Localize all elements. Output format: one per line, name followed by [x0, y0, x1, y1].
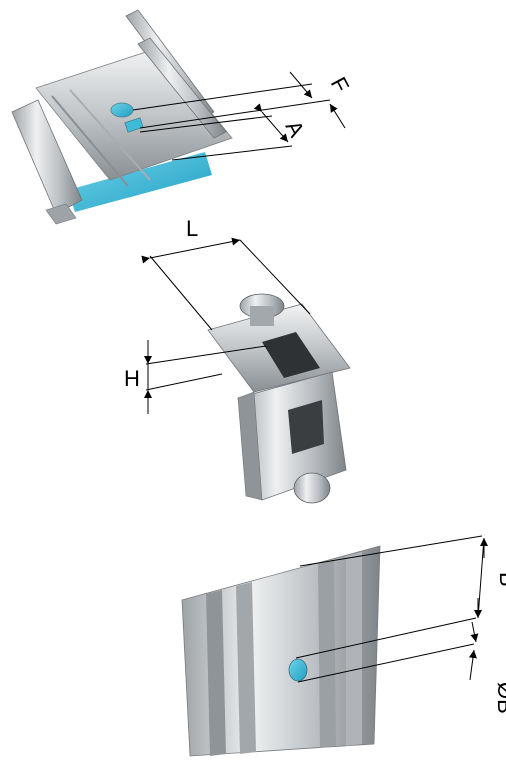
- top-profile-rear-fin-2: [137, 37, 227, 139]
- bottom-profile-hole: [288, 658, 308, 682]
- middle-clip-bottom-knob: [293, 472, 331, 504]
- bottom-profile-fin-1: [206, 590, 226, 756]
- dimension-l-label: L: [186, 216, 198, 241]
- top-profile-foot: [45, 203, 77, 225]
- middle-clip-slot: [262, 332, 320, 378]
- middle-clip: [207, 293, 351, 504]
- dimension-b-label: B: [495, 572, 506, 587]
- top-profile: [11, 9, 233, 225]
- dimension-ob-label: ØB: [493, 682, 506, 714]
- bottom-profile-fin-4: [346, 552, 362, 746]
- dimension-a-label: A: [281, 116, 310, 141]
- middle-clip-side-flange: [237, 391, 263, 501]
- dimension-b: B: [295, 535, 506, 659]
- bottom-profile: [181, 545, 381, 757]
- dimension-h: H: [124, 340, 267, 414]
- top-profile-slot-hole: [110, 102, 134, 118]
- dimension-ob: ØB: [297, 621, 506, 714]
- dimension-f-label: F: [326, 73, 354, 97]
- top-profile-slot-tab: [124, 117, 144, 133]
- top-profile-groove: [69, 89, 151, 181]
- dimension-l: L: [141, 216, 311, 331]
- bottom-profile-fin-3: [318, 560, 336, 748]
- middle-clip-knob-stem: [250, 306, 274, 326]
- top-profile-blue-channel: [68, 152, 212, 212]
- top-profile-left-wall: [11, 99, 83, 215]
- bottom-profile-fin-2: [236, 582, 256, 754]
- middle-clip-window: [288, 400, 324, 454]
- top-profile-groove: [51, 95, 129, 187]
- dimension-h-label: H: [124, 366, 140, 391]
